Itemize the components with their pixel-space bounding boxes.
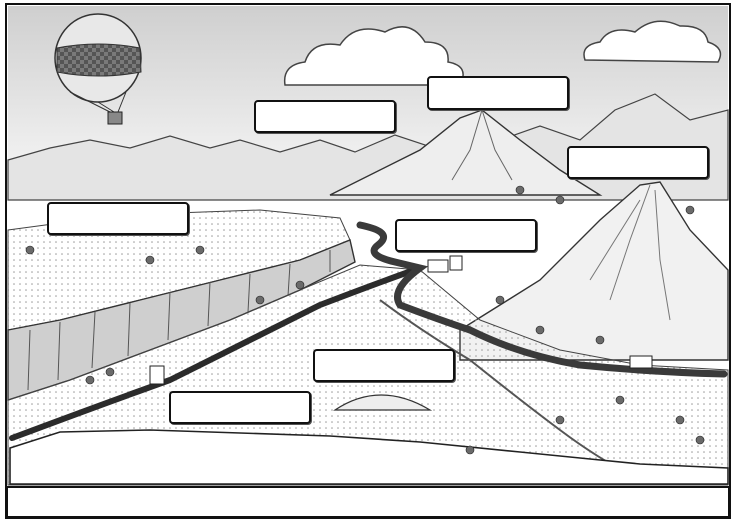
label-box-river-mouth[interactable] xyxy=(169,391,311,424)
trees xyxy=(25,185,705,455)
small-hill xyxy=(333,394,433,411)
label-box-plateau-left[interactable] xyxy=(47,202,189,235)
river xyxy=(356,221,728,378)
road xyxy=(9,265,423,441)
label-box-balloon-area[interactable] xyxy=(254,100,396,133)
label-box-valley-center[interactable] xyxy=(313,349,455,382)
village xyxy=(149,255,463,385)
center-peak xyxy=(329,109,603,196)
hot-air-balloon xyxy=(54,13,142,125)
answer-strip[interactable] xyxy=(6,486,730,518)
label-box-far-right-peak[interactable] xyxy=(567,146,709,179)
cloud-right xyxy=(583,20,722,63)
foreground-field xyxy=(9,429,729,485)
truck xyxy=(629,355,653,369)
label-box-river-bend[interactable] xyxy=(395,219,537,252)
label-box-mountain-peak[interactable] xyxy=(427,76,569,110)
cloud-center xyxy=(283,26,464,86)
